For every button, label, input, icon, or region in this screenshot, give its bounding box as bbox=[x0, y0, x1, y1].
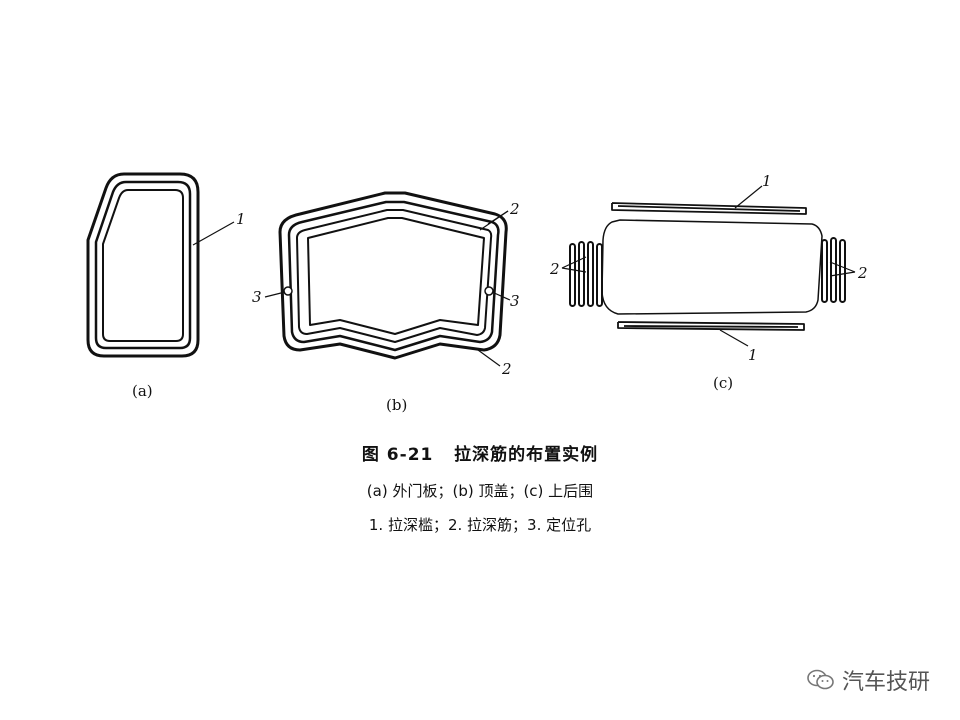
panel-a-inner-bead bbox=[102, 189, 184, 342]
locating-hole-right bbox=[484, 286, 494, 296]
figure-a bbox=[86, 172, 235, 358]
figure-caption-subtitle: (a) 外门板；(b) 顶盖；(c) 上后围 bbox=[366, 482, 594, 500]
locating-hole-left bbox=[283, 286, 293, 296]
callout-leader-b-3-right bbox=[491, 291, 511, 301]
callout-leader-c-1-bottom bbox=[719, 329, 749, 347]
panel-a-middle-bead bbox=[94, 180, 192, 350]
callout-leader-b-3-left bbox=[264, 291, 286, 298]
callout-c-2-left: 2 bbox=[549, 260, 560, 278]
beads-right bbox=[821, 237, 846, 303]
callout-c-1-bottom: 1 bbox=[748, 346, 758, 364]
watermark-text: 汽车技研 bbox=[841, 670, 930, 695]
watermark: 汽车技研 bbox=[806, 664, 930, 696]
callout-leader-c-2-left-1 bbox=[561, 256, 587, 269]
callout-leader-b-2-bottom bbox=[477, 349, 501, 367]
sublabel-c: (c) bbox=[713, 374, 733, 392]
panel-b-second-bead bbox=[287, 200, 500, 352]
panel-b-inner-edge bbox=[307, 217, 485, 335]
sublabel-b: (b) bbox=[386, 396, 407, 414]
beads-left bbox=[569, 241, 603, 307]
callout-b-3-right: 3 bbox=[510, 292, 520, 310]
callout-leader-c-2-left-2 bbox=[561, 267, 587, 273]
callout-c-2-right: 2 bbox=[857, 264, 868, 282]
callout-b-2-bottom: 2 bbox=[501, 360, 512, 378]
figure-c bbox=[561, 185, 856, 347]
callout-leader-c-1-top bbox=[734, 185, 763, 209]
figure-caption-legend: 1. 拉深槛；2. 拉深筋；3. 定位孔 bbox=[368, 516, 592, 534]
panel-b-third-bead bbox=[296, 209, 493, 343]
callout-leader-c-2-right-2 bbox=[829, 271, 856, 277]
panel-b-outer-bead bbox=[278, 191, 508, 360]
wechat-icon bbox=[806, 668, 836, 692]
callout-leader-c-2-right-1 bbox=[829, 261, 856, 273]
callout-leader-a-1 bbox=[192, 221, 235, 246]
sublabel-a: (a) bbox=[132, 382, 153, 400]
panel-c-body bbox=[601, 219, 823, 315]
callout-leader-b-2-top-2 bbox=[487, 210, 509, 225]
callout-b-3-left: 3 bbox=[252, 288, 262, 306]
callout-a-1: 1 bbox=[236, 210, 246, 228]
panel-a-outer-bead bbox=[86, 172, 200, 358]
figure-caption-title: 图 6-21 拉深筋的布置实例 bbox=[361, 445, 599, 465]
callout-c-1-top: 1 bbox=[762, 172, 772, 190]
draw-sill-top bbox=[611, 202, 807, 215]
draw-sill-bottom bbox=[617, 321, 805, 331]
callout-b-2-top: 2 bbox=[509, 200, 520, 218]
figure-b bbox=[264, 191, 511, 367]
